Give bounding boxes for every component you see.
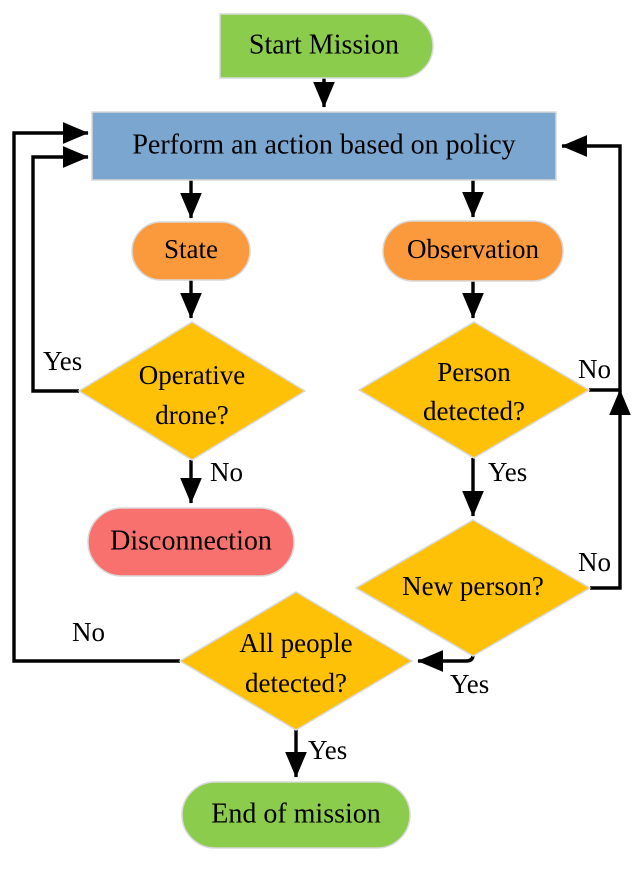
all-people-detected-shape bbox=[178, 591, 414, 731]
node-operative-drone-decision[interactable]: Operative drone? bbox=[77, 321, 307, 461]
operative-drone-label-line1: Operative bbox=[139, 360, 245, 390]
disconnection-label: Disconnection bbox=[110, 525, 272, 556]
new-person-shape bbox=[354, 519, 592, 657]
all-people-detected-label-line1: All people bbox=[239, 628, 352, 658]
edge-label-operative-no: No bbox=[210, 457, 243, 487]
edge-label-person-yes: Yes bbox=[488, 457, 527, 487]
operative-drone-label-line2: drone? bbox=[155, 400, 228, 430]
edge-labels: Yes No No Yes No Yes No Yes bbox=[43, 346, 611, 765]
node-person-detected-decision[interactable]: Person detected? bbox=[357, 321, 591, 459]
all-people-detected-label-line2: detected? bbox=[245, 668, 347, 698]
node-all-people-detected-decision[interactable]: All people detected? bbox=[178, 591, 414, 731]
new-person-label: New person? bbox=[402, 571, 544, 601]
node-perform-action-policy[interactable]: Perform an action based on policy bbox=[91, 111, 557, 181]
edge-operative-yes-to-policy bbox=[31, 146, 89, 393]
edge-label-operative-yes: Yes bbox=[43, 346, 82, 376]
state-label: State bbox=[164, 234, 218, 264]
node-start-mission[interactable]: Start Mission bbox=[219, 13, 434, 79]
edge-allpeople-no-to-policy bbox=[12, 122, 180, 663]
edge-label-newperson-no: No bbox=[578, 547, 611, 577]
node-disconnection[interactable]: Disconnection bbox=[87, 507, 295, 577]
end-of-mission-label: End of mission bbox=[211, 798, 381, 829]
state-shape bbox=[131, 221, 251, 281]
perform-action-policy-label: Perform an action based on policy bbox=[132, 129, 515, 160]
edge-label-person-no: No bbox=[578, 354, 611, 384]
node-state[interactable]: State bbox=[131, 221, 251, 281]
node-end-of-mission[interactable]: End of mission bbox=[181, 781, 411, 849]
observation-label: Observation bbox=[407, 234, 539, 264]
person-detected-label-line1: Person bbox=[437, 357, 511, 387]
end-of-mission-shape bbox=[181, 781, 411, 849]
edge-label-allpeople-no: No bbox=[72, 617, 105, 647]
disconnection-shape bbox=[87, 507, 295, 577]
start-mission-label: Start Mission bbox=[249, 29, 399, 60]
start-mission-shape bbox=[219, 13, 434, 79]
node-observation[interactable]: Observation bbox=[382, 220, 564, 282]
person-detected-shape bbox=[357, 321, 591, 459]
person-detected-label-line2: detected? bbox=[423, 396, 525, 426]
observation-shape bbox=[382, 220, 564, 282]
edge-newperson-yes-to-allpeople bbox=[417, 650, 475, 672]
node-new-person-decision[interactable]: New person? bbox=[354, 519, 592, 657]
perform-action-policy-shape bbox=[91, 111, 557, 181]
edge-newperson-no-to-policy bbox=[590, 389, 631, 590]
edge-label-newperson-yes: Yes bbox=[450, 669, 489, 699]
edge-label-allpeople-yes: Yes bbox=[308, 735, 347, 765]
edge-person-no-to-policy bbox=[561, 135, 622, 392]
operative-drone-shape bbox=[77, 321, 307, 461]
